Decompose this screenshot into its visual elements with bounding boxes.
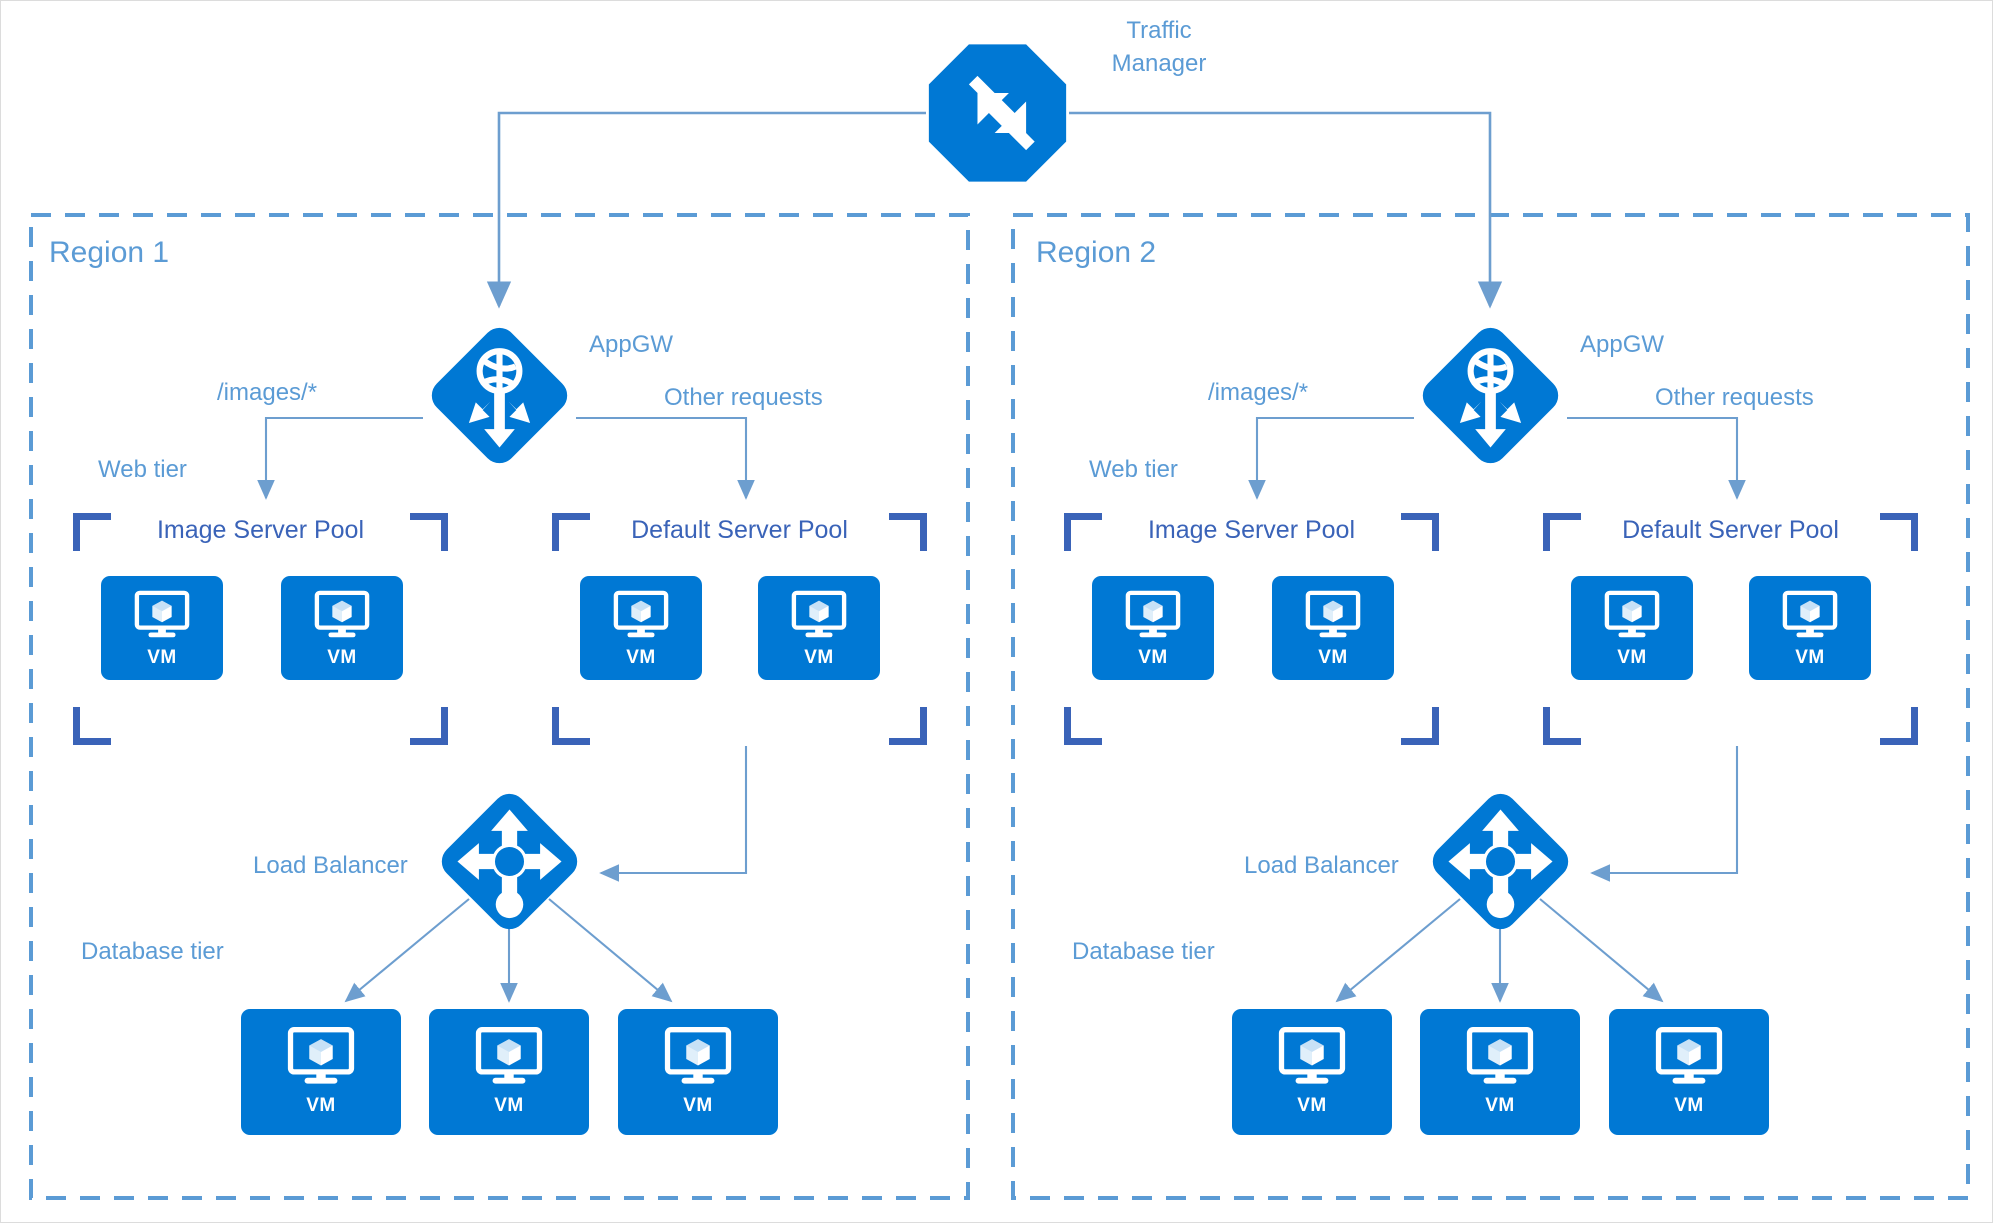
region-1-default-server-pool-bracket bbox=[552, 513, 927, 745]
region-2-db-vm-3[interactable]: VM bbox=[1609, 1009, 1769, 1135]
region-2-web-tier-label: Web tier bbox=[1089, 456, 1178, 483]
region-2-image-pool-vm-2[interactable]: VM bbox=[1272, 576, 1394, 680]
appgw-1-to-image-pool bbox=[257, 416, 423, 500]
region-1-load-balancer-node[interactable] bbox=[433, 785, 586, 943]
traffic-manager-label-line1: Traffic bbox=[1126, 17, 1192, 44]
virtual-machine-icon bbox=[1604, 590, 1660, 638]
virtual-machine-icon bbox=[314, 590, 370, 638]
vm-label: VM bbox=[1617, 647, 1647, 668]
region-2-appgw-node[interactable] bbox=[1414, 319, 1567, 477]
virtual-machine-icon bbox=[134, 590, 190, 638]
virtual-machine-icon bbox=[287, 1027, 355, 1084]
virtual-machine-icon bbox=[475, 1027, 543, 1084]
tm-to-appgw-2 bbox=[1069, 111, 1503, 309]
tm-to-appgw-1 bbox=[486, 111, 926, 309]
region-2-image-server-pool-bracket bbox=[1064, 513, 1439, 745]
region-2-db-vm-1[interactable]: VM bbox=[1232, 1009, 1392, 1135]
traffic-manager-icon bbox=[928, 44, 1067, 182]
traffic-manager-label-line2: Manager bbox=[1111, 50, 1207, 77]
vm-label: VM bbox=[306, 1095, 336, 1116]
region-1-route-other-label: Other requests bbox=[664, 384, 823, 411]
vm-label: VM bbox=[494, 1095, 524, 1116]
region-2-load-balancer-node[interactable] bbox=[1424, 785, 1577, 943]
appgw-1-to-default-pool bbox=[576, 416, 755, 500]
region-1-appgw-label: AppGW bbox=[589, 331, 674, 358]
traffic-manager-node[interactable] bbox=[926, 39, 1069, 192]
region-2-route-other-label: Other requests bbox=[1655, 384, 1814, 411]
vm-label: VM bbox=[1297, 1095, 1327, 1116]
vm-label: VM bbox=[1318, 647, 1348, 668]
region-1-db-vm-1[interactable]: VM bbox=[241, 1009, 401, 1135]
region-2-title: Region 2 bbox=[1036, 236, 1157, 269]
vm-label: VM bbox=[1674, 1095, 1704, 1116]
virtual-machine-icon bbox=[1125, 590, 1181, 638]
region-1-appgw-node[interactable] bbox=[423, 319, 576, 477]
vm-label: VM bbox=[327, 647, 357, 668]
application-gateway-icon bbox=[1422, 327, 1559, 464]
default-pool-2-to-lb bbox=[1590, 746, 1739, 882]
region-2-database-tier-label: Database tier bbox=[1072, 938, 1215, 965]
region-1-route-images-label: /images/* bbox=[217, 379, 318, 406]
region-2-default-pool-vm-1[interactable]: VM bbox=[1571, 576, 1693, 680]
region-1-default-server-pool-title: Default Server Pool bbox=[631, 516, 848, 544]
region-1-image-pool-vm-1[interactable]: VM bbox=[101, 576, 223, 680]
region-1-load-balancer-label: Load Balancer bbox=[253, 852, 408, 879]
application-gateway-icon bbox=[431, 327, 568, 464]
vm-label: VM bbox=[683, 1095, 713, 1116]
region-1-db-vm-2[interactable]: VM bbox=[429, 1009, 589, 1135]
region-2-default-server-pool-bracket bbox=[1543, 513, 1918, 745]
virtual-machine-icon bbox=[1655, 1027, 1723, 1084]
appgw-2-to-default-pool bbox=[1567, 416, 1746, 500]
vm-label: VM bbox=[147, 647, 177, 668]
virtual-machine-icon bbox=[1305, 590, 1361, 638]
virtual-machine-icon bbox=[613, 590, 669, 638]
appgw-2-to-image-pool bbox=[1248, 416, 1414, 500]
region-1-default-pool-vm-1[interactable]: VM bbox=[580, 576, 702, 680]
vm-label: VM bbox=[626, 647, 656, 668]
region-2-default-pool-vm-2[interactable]: VM bbox=[1749, 576, 1871, 680]
region-2-appgw-label: AppGW bbox=[1580, 331, 1665, 358]
vm-label: VM bbox=[1138, 647, 1168, 668]
region-1-image-server-pool-bracket bbox=[73, 513, 448, 745]
region-1-default-pool-vm-2[interactable]: VM bbox=[758, 576, 880, 680]
load-balancer-icon bbox=[441, 793, 578, 930]
region-1-image-server-pool-title: Image Server Pool bbox=[156, 516, 365, 544]
region-2-image-pool-vm-1[interactable]: VM bbox=[1092, 576, 1214, 680]
virtual-machine-icon bbox=[1466, 1027, 1534, 1084]
virtual-machine-icon bbox=[1782, 590, 1838, 638]
region-1-image-pool-vm-2[interactable]: VM bbox=[281, 576, 403, 680]
virtual-machine-icon bbox=[664, 1027, 732, 1084]
default-pool-1-to-lb bbox=[599, 746, 748, 882]
region-2-route-images-label: /images/* bbox=[1208, 379, 1309, 406]
region-2-db-vm-2[interactable]: VM bbox=[1420, 1009, 1580, 1135]
virtual-machine-icon bbox=[791, 590, 847, 638]
region-1-web-tier-label: Web tier bbox=[98, 456, 187, 483]
load-balancer-icon bbox=[1432, 793, 1569, 930]
region-1-database-tier-label: Database tier bbox=[81, 938, 224, 965]
region-2-load-balancer-label: Load Balancer bbox=[1244, 852, 1399, 879]
region-2-default-server-pool-title: Default Server Pool bbox=[1622, 516, 1839, 544]
vm-label: VM bbox=[1795, 647, 1825, 668]
region-1-db-vm-3[interactable]: VM bbox=[618, 1009, 778, 1135]
vm-label: VM bbox=[1485, 1095, 1515, 1116]
virtual-machine-icon bbox=[1278, 1027, 1346, 1084]
region-1-title: Region 1 bbox=[49, 236, 170, 269]
region-2-image-server-pool-title: Image Server Pool bbox=[1147, 516, 1356, 544]
vm-label: VM bbox=[804, 647, 834, 668]
